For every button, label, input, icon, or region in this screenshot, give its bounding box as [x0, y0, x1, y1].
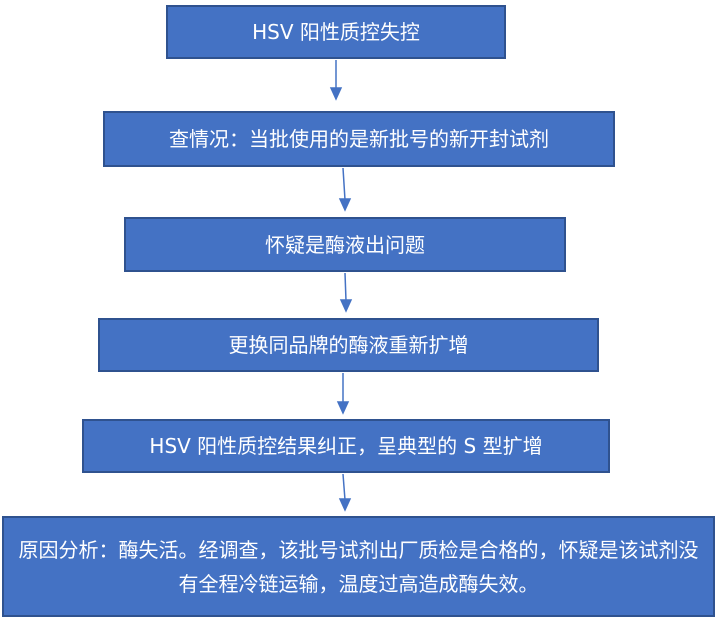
step-cause-analysis: 原因分析：酶失活。经调查，该批号试剂出厂质检是合格的，怀疑是该试剂没有全程冷链运…	[2, 516, 715, 617]
arrow-2	[342, 167, 346, 201]
step-text: 查情况：当批使用的是新批号的新开封试剂	[169, 127, 549, 151]
step-replace-enzyme: 更换同品牌的酶液重新扩增	[98, 318, 599, 372]
arrow-3	[344, 272, 347, 302]
step-check-situation: 查情况：当批使用的是新批号的新开封试剂	[103, 111, 615, 167]
step-result-corrected: HSV 阳性质控结果纠正，呈典型的 S 型扩增	[82, 419, 610, 473]
step-text: 原因分析：酶失活。经调查，该批号试剂出厂质检是合格的，怀疑是该试剂没有全程冷链运…	[18, 537, 699, 596]
step-text: 怀疑是酶液出问题	[265, 232, 425, 257]
step-text: HSV 阳性质控失控	[252, 20, 420, 44]
step-suspect-enzyme: 怀疑是酶液出问题	[124, 217, 566, 272]
step-qc-out-of-control: HSV 阳性质控失控	[166, 5, 506, 59]
arrow-5	[342, 473, 346, 501]
step-text: HSV 阳性质控结果纠正，呈典型的 S 型扩增	[149, 434, 543, 458]
step-text: 更换同品牌的酶液重新扩增	[228, 333, 469, 357]
